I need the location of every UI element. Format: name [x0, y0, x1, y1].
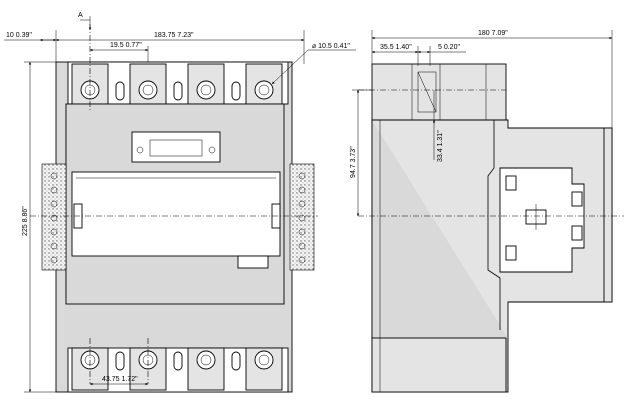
left-accessory-strip	[41, 163, 67, 271]
dim-total-width: 183.75 7.23"	[154, 32, 194, 39]
dim-side-height-b: 33.4 1.31"	[437, 130, 444, 162]
side-top-terminal	[371, 63, 507, 121]
dim-pole-pitch: 43.75 1.72"	[102, 376, 138, 383]
dim-side-depth-b: 5 0.20"	[438, 44, 460, 51]
trip-unit-window	[71, 171, 281, 257]
side-view	[358, 63, 624, 393]
right-accessory-strip	[289, 163, 315, 271]
test-button	[237, 255, 269, 269]
dim-left-offset: 10 0.39"	[6, 32, 32, 39]
dim-total-height: 225 8.86"	[22, 206, 29, 236]
front-view	[30, 24, 318, 393]
front-dimensions: 10 0.39" A 183.75 7.23" 19.5 0.77" ⌀ 10.…	[4, 12, 356, 393]
dim-side-total: 180 7.09"	[478, 30, 508, 37]
dim-pole-offset: 19.5 0.77"	[110, 42, 142, 49]
dim-side-height-a: 94.7 3.73"	[350, 146, 357, 178]
section-mark-a: A	[78, 12, 83, 19]
side-dimensions: 180 7.09" 35.5 1.40" 5 0.20" 94.7 3.73" …	[350, 30, 613, 216]
dim-hole-dia: ⌀ 10.5 0.41"	[312, 43, 350, 50]
lock-plate	[131, 131, 221, 163]
dim-side-depth-a: 35.5 1.40"	[380, 44, 412, 51]
